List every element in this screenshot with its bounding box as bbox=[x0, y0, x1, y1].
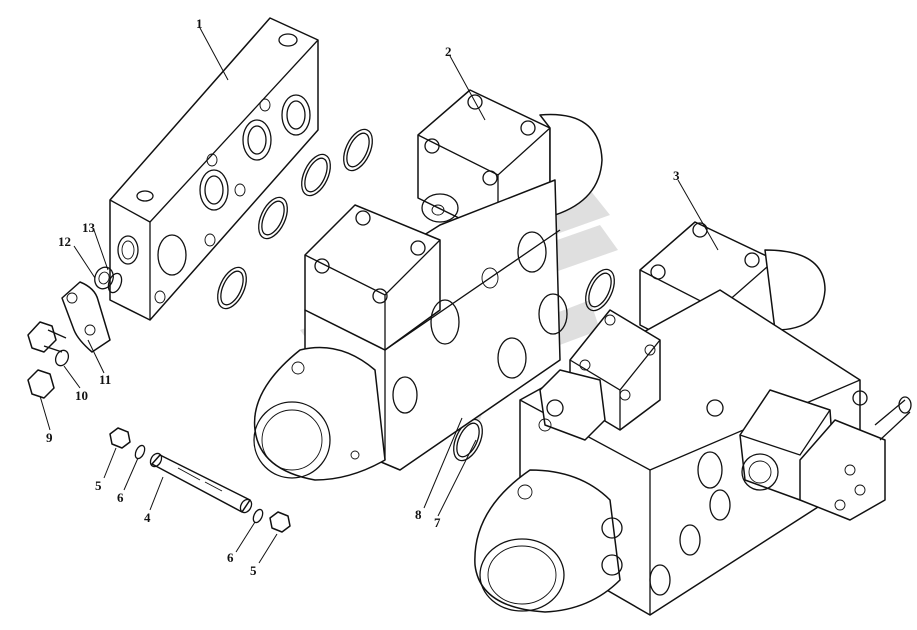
callout-3: 3 bbox=[673, 168, 680, 183]
callout-5-left: 5 bbox=[95, 478, 102, 493]
callout-5-right: 5 bbox=[250, 563, 257, 578]
callout-2: 2 bbox=[445, 44, 452, 59]
manifold-block-part-1 bbox=[109, 17, 319, 321]
leader-lines bbox=[39, 27, 719, 564]
callout-12: 12 bbox=[58, 234, 71, 249]
callout-11: 11 bbox=[99, 372, 111, 387]
callout-1: 1 bbox=[196, 16, 203, 31]
valve-assembly-part-2 bbox=[253, 89, 603, 481]
shaft-pin-part-4 bbox=[149, 452, 253, 514]
o-rings bbox=[217, 128, 615, 462]
callout-10: 10 bbox=[75, 388, 88, 403]
callout-9: 9 bbox=[46, 430, 53, 445]
callout-6-right: 6 bbox=[227, 550, 234, 565]
callout-7: 7 bbox=[434, 515, 441, 530]
callout-6-left: 6 bbox=[117, 490, 124, 505]
callout-8: 8 bbox=[415, 507, 422, 522]
valve-assembly-part-3 bbox=[474, 221, 912, 616]
fittings-bolts bbox=[27, 266, 123, 399]
callout-13: 13 bbox=[82, 220, 96, 235]
nuts-washers bbox=[109, 427, 291, 533]
callouts: 1 2 3 4 5 5 6 6 7 8 9 10 11 12 13 bbox=[46, 16, 680, 578]
callout-4: 4 bbox=[144, 510, 151, 525]
